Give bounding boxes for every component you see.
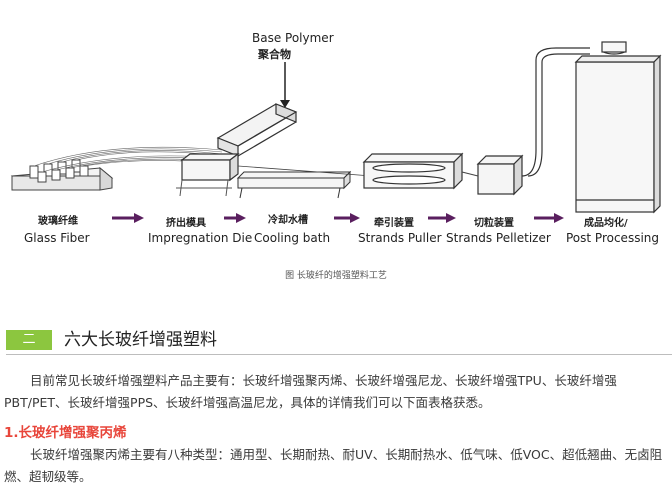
base-polymer-label: Base Polymer [252,31,334,45]
section-header: 二 六大长玻纤增强塑料 [6,328,672,355]
process-diagram: Base Polymer 聚合物 [10,31,662,245]
stage-puller-zh: 牵引装置 [374,216,414,229]
stage-post-en: Post Processing [566,231,659,245]
stage-pelletizer-zh: 切粒装置 [474,216,514,229]
pp-types-paragraph: 长玻纤增强聚丙烯主要有八种类型：通用型、长期耐热、耐UV、长期耐热水、低气味、低… [4,447,663,484]
stage-cooling-en: Cooling bath [254,231,330,245]
intro-paragraph: 目前常见长玻纤增强塑料产品主要有：长玻纤增强聚丙烯、长玻纤增强尼龙、长玻纤增强T… [4,373,617,410]
stage-die-en: Impregnation Die [148,231,252,245]
stage-glass-fiber-zh: 玻璃纤维 [38,214,78,227]
transfer-pipe [521,47,590,177]
section-number-badge: 二 [6,330,52,350]
post-processing-silo [574,41,662,214]
stage-post-zh: 成品均化/ [584,216,628,229]
glass-fiber-creel-icon [10,159,114,191]
figure-caption: 图 长玻纤的增强塑料工艺 [285,271,387,281]
stage-labels: 玻璃纤维 Glass Fiber 挤出模具 Impregnation Die 冷… [24,213,659,245]
process-arrows [112,213,564,223]
impregnation-die [180,152,240,182]
stage-puller-en: Strands Puller [358,231,442,245]
stage-die-zh: 挤出模具 [166,216,206,229]
stage-pelletizer-en: Strands Pelletizer [446,231,551,245]
cooling-bath [236,170,352,199]
subheading-long-glass-fiber-pp: 1.长玻纤增强聚丙烯 [4,425,127,441]
section-title: 六大长玻纤增强塑料 [64,330,217,350]
stage-glass-fiber-en: Glass Fiber [24,231,90,245]
strands-puller [362,152,464,190]
base-polymer-label-zh: 聚合物 [257,47,291,61]
stage-cooling-zh: 冷却水槽 [268,213,308,226]
strands-pelletizer [476,154,524,196]
polymer-hopper [216,103,298,157]
